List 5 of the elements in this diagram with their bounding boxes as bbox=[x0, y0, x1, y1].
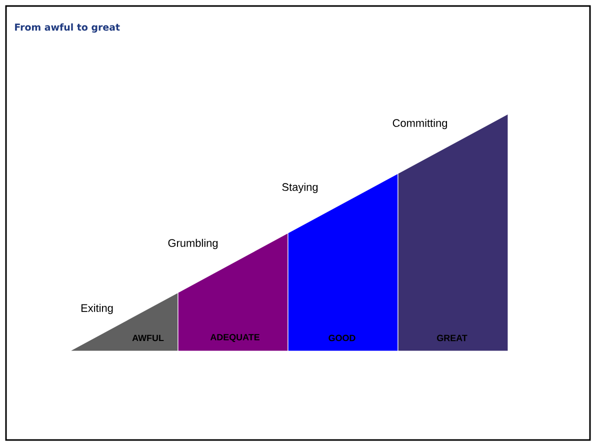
stage-label: Committing bbox=[392, 118, 447, 130]
stage-label: Staying bbox=[282, 182, 318, 194]
stage-label: Exiting bbox=[81, 304, 113, 314]
slide-title: From awful to great bbox=[15, 23, 120, 33]
stage-label: Grumbling bbox=[168, 238, 218, 250]
